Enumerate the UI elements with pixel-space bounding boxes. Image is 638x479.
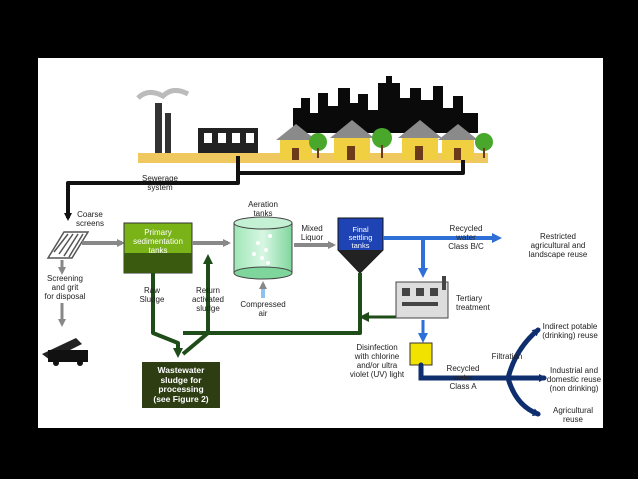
disinfection-label: Disinfection with chlorine and/or ultra … (349, 343, 405, 379)
final-tank-label: Final settling tanks (348, 225, 373, 250)
coarse-screens-icon (46, 231, 90, 259)
disinfection-box (409, 342, 433, 366)
potable-reuse-label: Indirect potable (drinking) reuse (542, 322, 598, 340)
primary-tank-label: Primary sedimentation tanks (133, 228, 183, 255)
diagram-slide: Sewerage system Coarse screens Screening… (38, 58, 603, 428)
ground-strip (138, 153, 488, 163)
sludge-box-label: Wastewater sludge for processing (see Fi… (153, 365, 209, 404)
truck-icon (42, 338, 88, 366)
sewerage-label: Sewerage system (141, 174, 179, 192)
tertiary-label: Tertiary treatment (456, 294, 490, 312)
filtration-label: Filtration (491, 352, 523, 361)
factory-icon (136, 88, 258, 153)
class-a-flow (418, 327, 547, 417)
restricted-reuse-label: Restricted agricultural and landscape re… (528, 232, 588, 259)
recycled-bc-label: Recycled water Class B/C (448, 224, 484, 251)
recycled-water-flow (383, 233, 502, 278)
agricultural-reuse-label: Agricultural reuse (552, 406, 593, 424)
raw-sludge-label: Raw Sludge (139, 286, 165, 304)
sludge-flow (151, 254, 362, 358)
primary-tank-icon (123, 222, 193, 274)
industrial-reuse-label: Industrial and domestic reuse (non drink… (546, 366, 602, 393)
recycled-a-label: Recycled water Class A (446, 364, 480, 391)
compressed-air-label: Compressed air (240, 300, 286, 318)
sludge-box (142, 362, 220, 408)
flow-diagram (42, 76, 547, 417)
final-tank-icon (337, 217, 384, 274)
screening-label: Screening and grit for disposal (44, 274, 86, 301)
tertiary-plant-icon (395, 276, 449, 319)
return-sludge-label: Return activated sludge (191, 286, 225, 313)
sewerage-flow (64, 156, 465, 221)
mixed-liquor-label: Mixed Liquor (300, 224, 324, 242)
coarse-screens-label: Coarse screens (75, 210, 104, 228)
houses-icon (276, 120, 493, 160)
city-skyline-icon (293, 76, 478, 133)
aeration-tank-icon (233, 216, 293, 280)
aeration-label: Aeration tanks (248, 200, 278, 218)
